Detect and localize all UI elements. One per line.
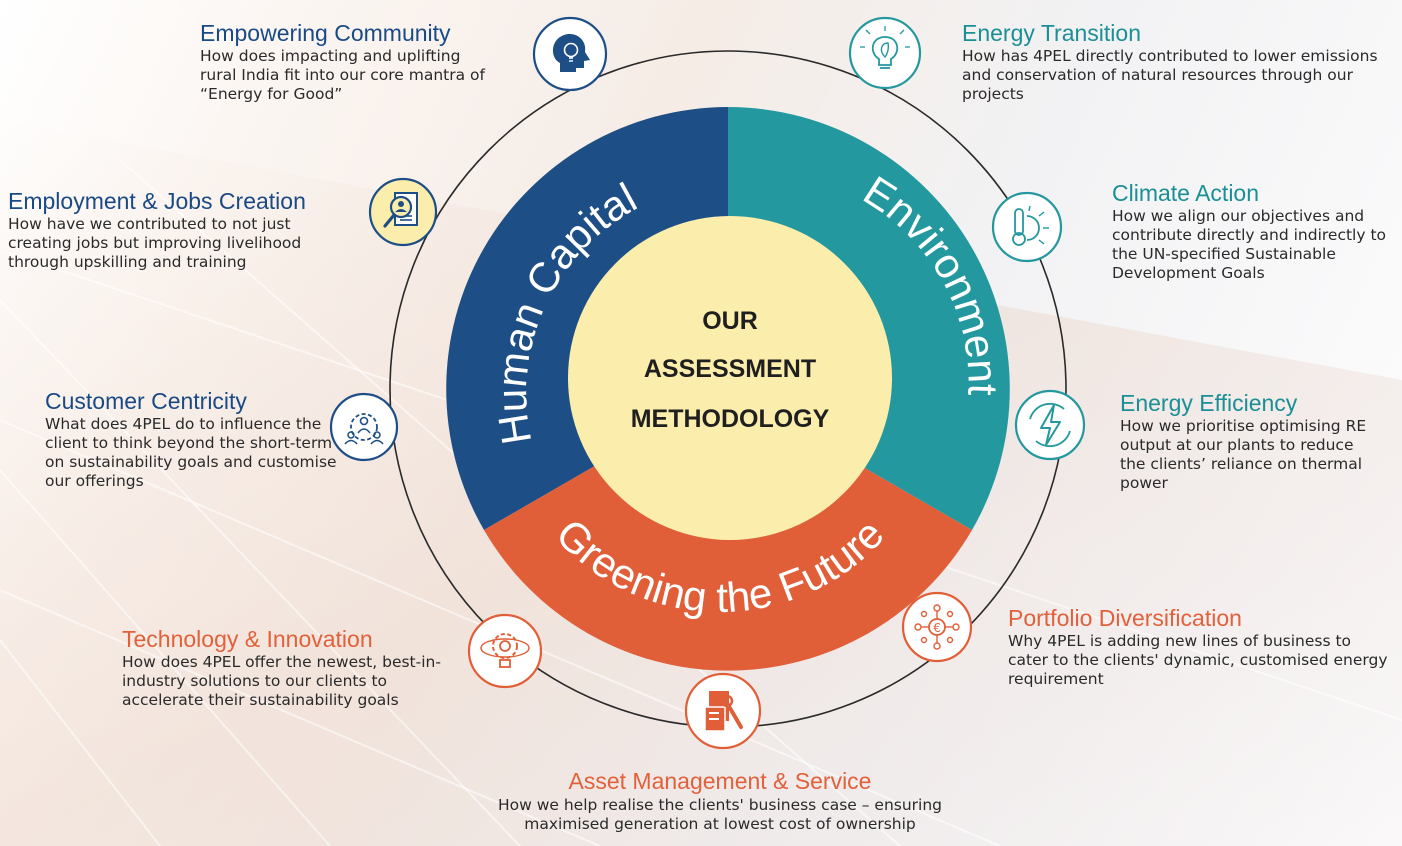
leaf-bulb-icon bbox=[848, 16, 922, 90]
item-employment-jobs: Employment & Jobs Creation How have we c… bbox=[8, 188, 368, 272]
item-title: Energy Efficiency bbox=[1120, 390, 1298, 416]
item-desc: Why 4PEL is adding new lines of business… bbox=[1008, 632, 1388, 688]
item-desc: What does 4PEL do to influence the clien… bbox=[45, 415, 337, 490]
resume-search-icon bbox=[368, 177, 438, 247]
item-desc: How we align our objectives and contribu… bbox=[1112, 207, 1387, 282]
thermometer-sun-icon bbox=[991, 191, 1063, 263]
center-line-2: ASSESSMENT bbox=[644, 355, 816, 383]
item-customer-centricity: Customer Centricity What does 4PEL do to… bbox=[45, 388, 345, 491]
item-title: Employment & Jobs Creation bbox=[8, 188, 306, 214]
item-desc: How we help realise the clients' busines… bbox=[497, 796, 943, 833]
item-desc: How has 4PEL directly contributed to low… bbox=[962, 47, 1378, 103]
svg-text:€: € bbox=[933, 621, 941, 635]
item-title: Asset Management & Service bbox=[568, 768, 872, 794]
item-energy-transition: Energy Transition How has 4PEL directly … bbox=[962, 20, 1392, 104]
center-line-3: METHODOLOGY bbox=[631, 405, 830, 433]
item-climate-action: Climate Action How we align our objectiv… bbox=[1112, 180, 1402, 283]
euro-network-icon: € bbox=[901, 591, 973, 663]
center-line-1: OUR bbox=[702, 307, 758, 335]
gear-bulb-icon bbox=[467, 613, 543, 689]
item-title: Portfolio Diversification bbox=[1008, 605, 1242, 631]
item-technology-innovation: Technology & Innovation How does 4PEL of… bbox=[122, 626, 472, 710]
item-asset-management: Asset Management & Service How we help r… bbox=[460, 768, 980, 834]
lightning-cycle-icon bbox=[1014, 389, 1086, 461]
item-title: Technology & Innovation bbox=[122, 626, 373, 652]
item-title: Energy Transition bbox=[962, 20, 1141, 46]
item-title: Empowering Community bbox=[200, 20, 451, 46]
item-title: Customer Centricity bbox=[45, 388, 247, 414]
item-desc: How we prioritise optimising RE output a… bbox=[1120, 417, 1367, 492]
item-title: Climate Action bbox=[1112, 180, 1260, 206]
team-gear-icon bbox=[329, 392, 399, 462]
item-portfolio-diversification: Portfolio Diversification Why 4PEL is ad… bbox=[1008, 605, 1398, 689]
server-wrench-icon bbox=[684, 672, 762, 750]
item-empowering-community: Empowering Community How does impacting … bbox=[200, 20, 510, 104]
center-circle bbox=[568, 216, 892, 540]
item-desc: How does 4PEL offer the newest, best-in-… bbox=[122, 653, 441, 709]
head-lightbulb-icon bbox=[532, 16, 608, 92]
item-desc: How does impacting and uplifting rural I… bbox=[200, 47, 485, 103]
item-energy-efficiency: Energy Efficiency How we prioritise opti… bbox=[1120, 390, 1390, 493]
item-desc: How have we contributed to not just crea… bbox=[8, 215, 302, 271]
